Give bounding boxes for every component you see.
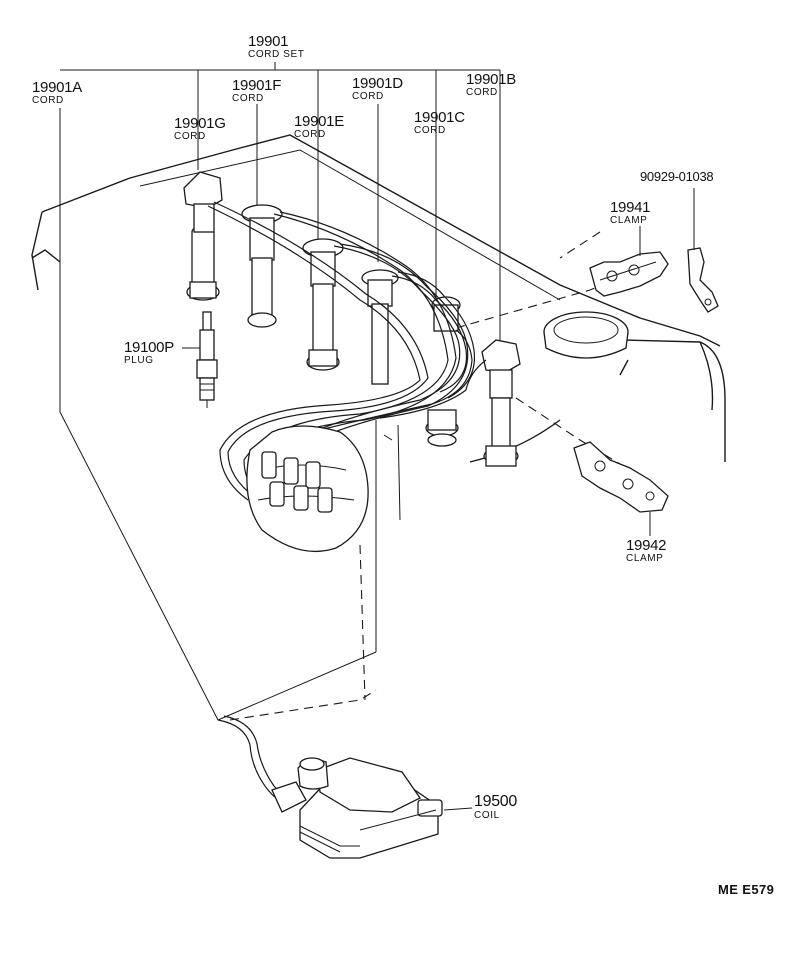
drawing-code: ME E579 [718,882,775,897]
bracket-number: 90929-01038 [640,169,714,184]
cord-e-boot [302,238,344,371]
cord-a-number: 19901A [32,79,82,96]
label-cord-g: 19901G CORD [174,116,226,142]
cord-d-number: 19901D [352,75,403,92]
cord-g-number: 19901G [174,115,226,132]
cord-e-number: 19901E [294,113,344,130]
cord-b-number: 19901B [466,71,516,88]
label-bracket: 90929-01038 [640,169,714,184]
label-cord-a: 19901A CORD [32,80,82,106]
label-cord-c: 19901C CORD [414,110,465,136]
cord-f-number: 19901F [232,77,282,94]
spark-plug [196,311,218,408]
cord-d-name: CORD [352,91,384,102]
label-cord-d: 19901D CORD [352,76,403,102]
clamp-2-number: 19942 [626,537,667,554]
cord-d-boot [361,269,399,385]
clamp-1-name: CLAMP [610,215,648,226]
cord-c-number: 19901C [414,109,465,126]
plug-number: 19100P [124,339,174,356]
label-cord-b: 19901B CORD [466,72,516,98]
label-coil: 19500 COIL [474,794,517,821]
oil-filler-cap [543,311,629,359]
cord-c-name: CORD [414,125,446,136]
cord-set-number: 19901 [248,33,289,50]
clamp-1-number: 19941 [610,199,651,216]
label-clamp-19942: 19942 CLAMP [626,537,667,564]
clamp-19942 [573,441,669,513]
label-cord-set: 19901 CORD SET [248,34,304,60]
cord-set-leader [59,62,501,721]
cord-c-boot [431,296,461,332]
cord-f-name: CORD [232,93,264,104]
coil-name: COIL [474,810,500,821]
cord-a-name: CORD [32,95,64,106]
label-cord-e: 19901E CORD [294,114,344,140]
cord-c-lower-boot [425,409,459,447]
bracket-90929 [687,247,719,313]
clamp-19941 [589,251,669,297]
cord-g-boot [183,171,223,301]
clamp-2-name: CLAMP [626,553,664,564]
label-cord-f: 19901F CORD [232,78,281,104]
ignition-coil [217,715,473,859]
distributor-cap [246,425,369,553]
cord-e-name: CORD [294,129,326,140]
cord-f-boot [241,204,283,328]
label-clamp-19941: 19941 CLAMP [610,199,651,226]
cord-g-name: CORD [174,131,206,142]
engine-outline [31,134,726,521]
leader-lines [182,188,695,536]
cord-b-name: CORD [466,87,498,98]
label-plug: 19100P PLUG [124,340,174,366]
cord-set-name: CORD SET [248,49,305,60]
cord-b-boot [481,339,521,467]
coil-number: 19500 [474,793,517,810]
plug-name: PLUG [124,355,154,366]
